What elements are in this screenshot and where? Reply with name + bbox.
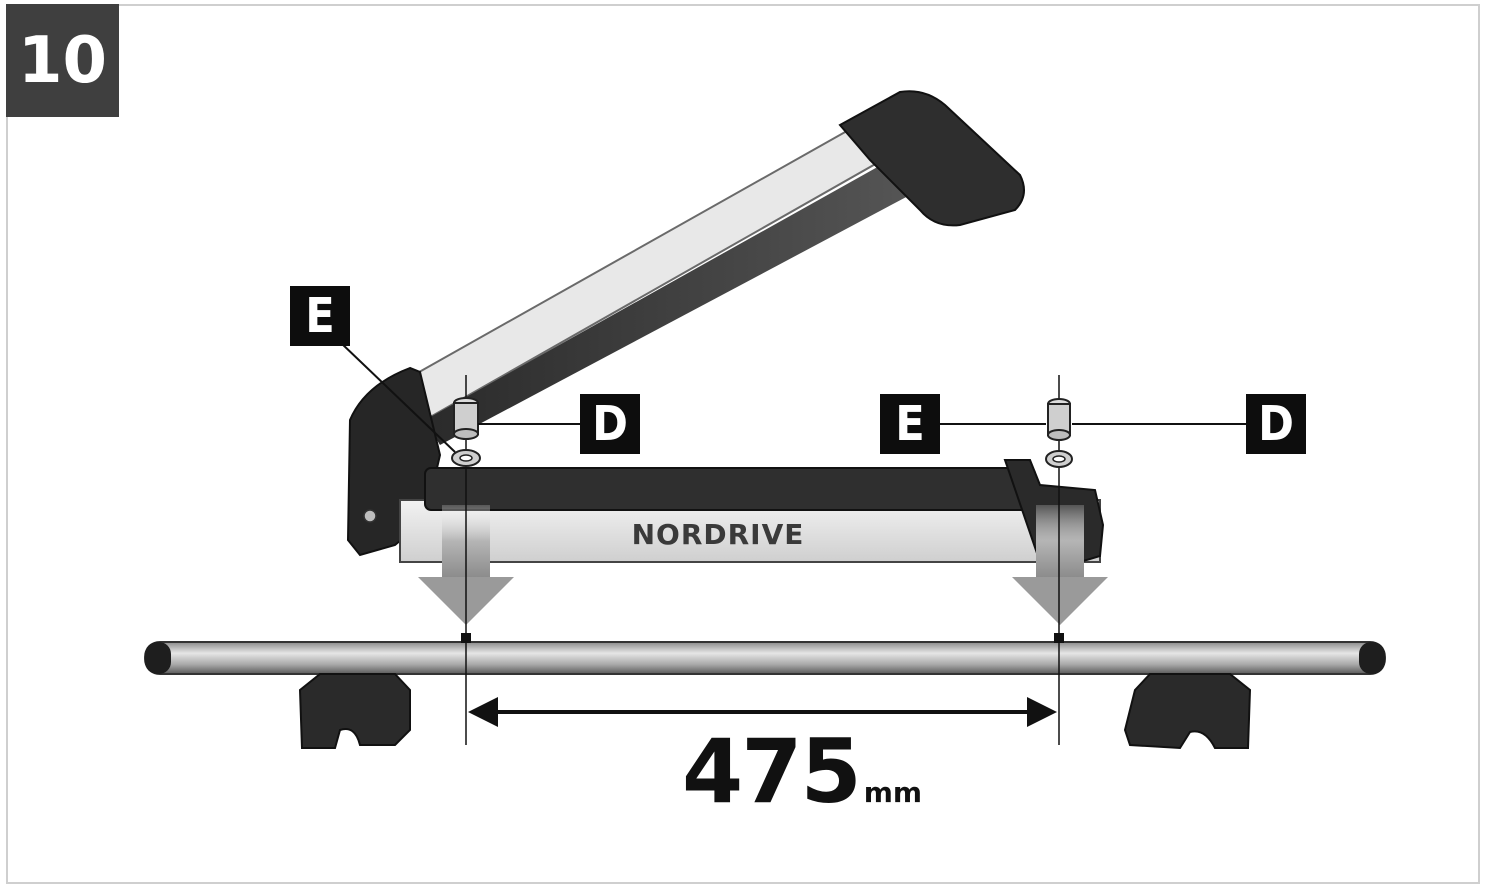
spacer-right — [1047, 398, 1071, 441]
washer-right — [1045, 450, 1073, 468]
dimension-value: 475 — [682, 720, 862, 823]
dimension-line — [468, 697, 1057, 727]
brand-logo: NORDRIVE — [632, 518, 805, 551]
step-number: 10 — [6, 4, 119, 117]
down-arrow-right — [1012, 505, 1108, 625]
roof-foot-right — [1123, 673, 1252, 750]
callout-d-left: D — [580, 394, 640, 454]
callout-e-left: E — [290, 286, 350, 346]
callout-d-right: D — [1246, 394, 1306, 454]
roof-bar — [144, 641, 1386, 675]
leader-left-e — [339, 341, 456, 453]
bolt-slot-left — [461, 633, 471, 643]
washer-left — [451, 449, 481, 467]
callout-e-right: E — [880, 394, 940, 454]
dimension-unit: mm — [863, 776, 923, 809]
carrier-upper-arm — [403, 90, 1025, 445]
dimension-label: 475 mm — [682, 720, 923, 823]
spacer-left — [453, 397, 479, 440]
roof-foot-left — [298, 673, 411, 749]
bolt-slot-right — [1054, 633, 1064, 643]
